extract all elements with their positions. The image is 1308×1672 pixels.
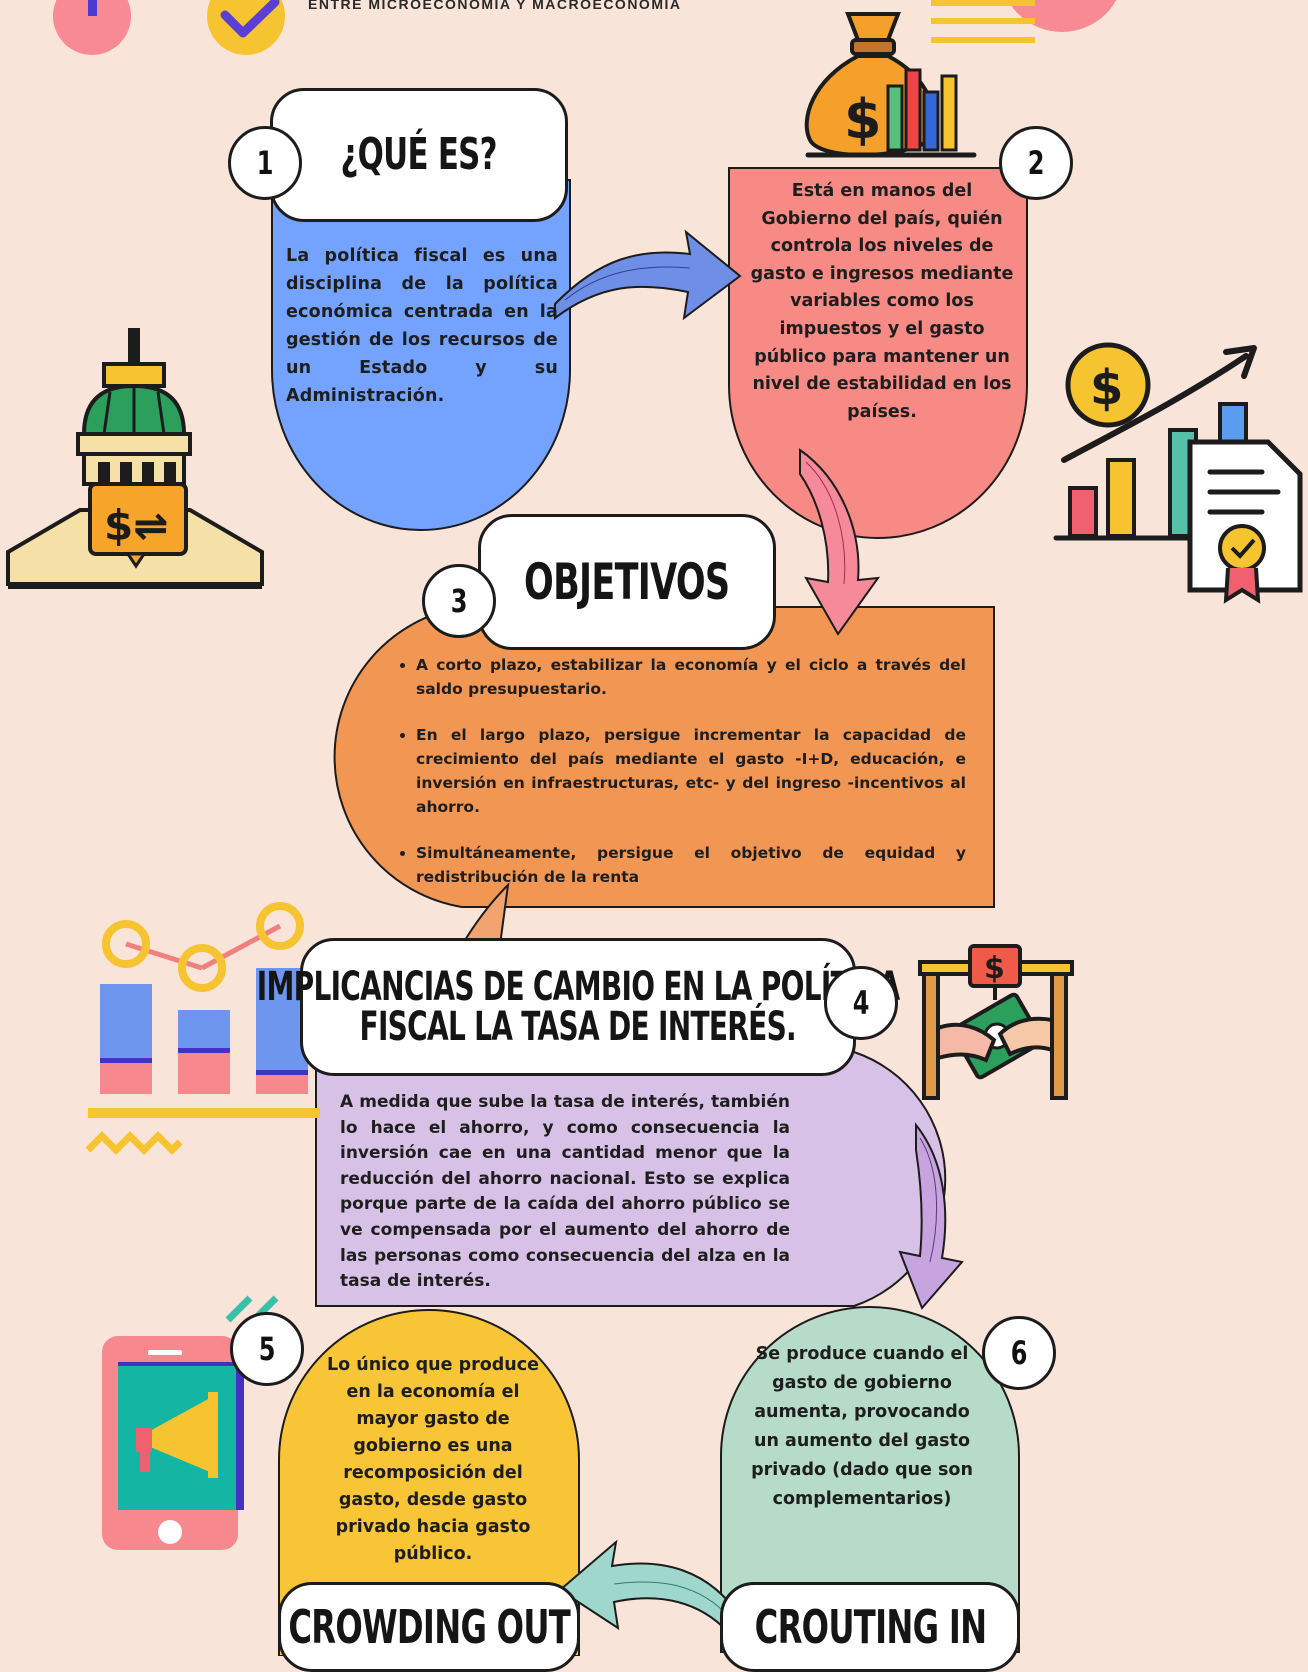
section-6-title: CROUTING IN — [754, 1600, 986, 1654]
svg-text:$: $ — [984, 951, 1005, 986]
arrow-3-to-4 — [460, 882, 510, 946]
arrow-6-to-5 — [558, 1539, 744, 1634]
growth-chart-document-icon: $ — [1053, 342, 1303, 604]
section-6-text: Se produce cuando el gasto de gobierno a… — [751, 1344, 973, 1509]
section-3-title: OBJETIVOS — [524, 553, 730, 611]
menu-lines-icon — [931, 0, 1117, 43]
info-icon — [53, 0, 131, 55]
section-4-title-box: IMPLICANCIAS DE CAMBIO EN LA POLÍTICA FI… — [257, 938, 900, 1076]
check-icon — [207, 0, 285, 55]
section-2-text: Está en manos del Gobierno del país, qui… — [750, 181, 1014, 422]
section-3-title-box: OBJETIVOS — [478, 514, 776, 650]
line-bar-chart-icon — [85, 902, 320, 1155]
objective-item: En el largo plazo, persigue incrementar … — [416, 723, 966, 819]
arrow-2-to-3 — [799, 448, 881, 636]
section-1-number-badge: 1 — [228, 126, 302, 200]
section-6-number-badge: 6 — [982, 1316, 1056, 1390]
section-6-title-box: CROUTING IN — [720, 1582, 1020, 1672]
svg-text:$⇌: $⇌ — [104, 501, 168, 550]
section-3-number-badge: 3 — [422, 564, 496, 638]
money-exchange-icon: $ — [918, 944, 1074, 1100]
phone-megaphone-icon — [102, 1295, 279, 1550]
section-4-title-line-2: FISCAL LA TASA DE INTERÉS. — [359, 1004, 797, 1050]
section-5-title: CROWDING OUT — [288, 1600, 570, 1654]
svg-text:$: $ — [1090, 360, 1123, 416]
section-5-title-box: CROWDING OUT — [278, 1582, 580, 1672]
money-bag-chart-icon: $ — [804, 12, 977, 158]
government-capitol-icon: $⇌ — [6, 328, 264, 589]
section-4-number-badge: 4 — [824, 966, 898, 1040]
section-5-text: Lo único que produce en la economía el m… — [326, 1355, 540, 1564]
arrow-1-to-2 — [554, 229, 742, 321]
objective-item: A corto plazo, estabilizar la economía y… — [416, 653, 966, 701]
section-3-bullets: A corto plazo, estabilizar la economía y… — [396, 653, 966, 911]
objective-item: Simultáneamente, persigue el objetivo de… — [416, 841, 966, 889]
section-1-title-box: ¿QUÉ ES? — [270, 88, 568, 222]
svg-text:$: $ — [844, 88, 882, 151]
section-1-title: ¿QUÉ ES? — [340, 129, 498, 180]
section-1-text: La política fiscal es una disciplina de … — [286, 246, 558, 406]
section-4-title-line-1: IMPLICANCIAS DE CAMBIO EN LA POLÍTICA — [256, 964, 900, 1010]
section-2-number-badge: 2 — [999, 126, 1073, 200]
section-5-number-badge: 5 — [230, 1312, 304, 1386]
section-4-text: A medida que sube la tasa de interés, ta… — [340, 1092, 790, 1292]
header-subtitle: ENTRE MICROECONOMÍA Y MACROECONOMÍA — [308, 0, 682, 12]
arrow-4-to-6 — [898, 1122, 964, 1310]
